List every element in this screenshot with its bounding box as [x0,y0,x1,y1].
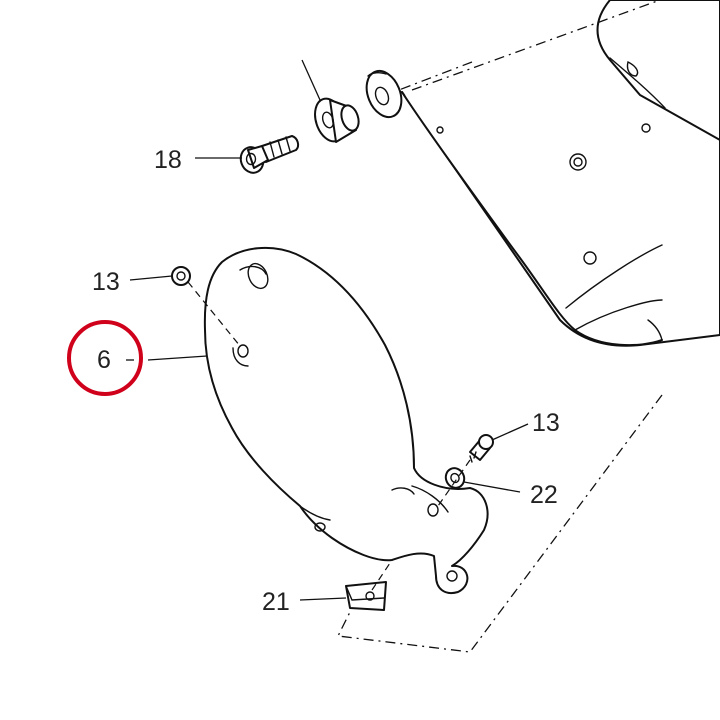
clip-21 [345,581,387,611]
axis-line-bolt-18 [377,61,473,99]
washer-22 [444,467,466,489]
axis-line-clip-21 [371,559,393,591]
highlight-circle [67,320,143,396]
callout-21: 21 [262,588,290,616]
callout-22: 22 [530,481,558,509]
spacer-washer [314,97,360,143]
axis-line-washer-13-top [187,281,241,347]
axis-line-screw-13 [437,459,471,507]
washer-13-top [171,266,191,286]
axis-line-top [301,59,321,101]
leader-21 [299,597,347,601]
callout-13-right: 13 [532,409,560,437]
screw-13-right [469,434,494,463]
leader-13-right [491,423,529,441]
frame-dashed-line [337,394,663,653]
callout-6: 6 [97,346,111,374]
leader-6 [147,355,208,361]
muffler-body [401,0,720,347]
leader-13-top [129,275,173,281]
bolt-18 [239,135,300,174]
callout-18: 18 [154,146,182,174]
leader-22 [463,481,521,493]
rubber-grommet [365,69,403,119]
heat-shield-6 [203,246,489,594]
callout-13-top: 13 [92,268,120,296]
